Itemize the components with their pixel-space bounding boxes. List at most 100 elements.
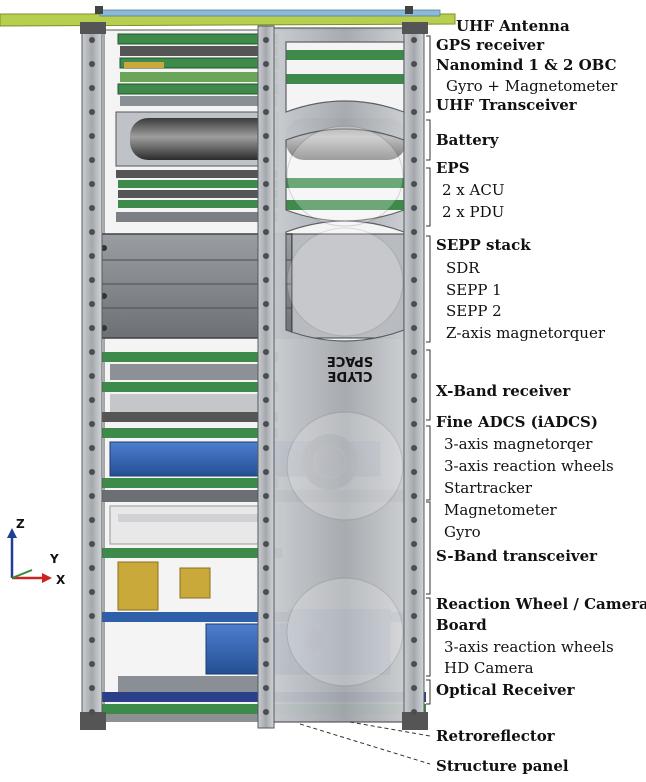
svg-text:CLYDE: CLYDE [328,368,373,383]
rivet [263,421,269,427]
rivet [411,445,417,451]
rivet [411,661,417,667]
rivet [263,613,269,619]
sband-transceiver [96,505,282,558]
rivet [263,685,269,691]
eps-boards [116,170,410,222]
xband-receiver-board [96,352,278,422]
rivet [263,397,269,403]
rivet [263,325,269,331]
rivet [411,565,417,571]
rivet [263,157,269,163]
label-hd-camera: HD Camera [444,659,534,677]
label-optical-receiver: Optical Receiver [436,681,575,699]
rivet [411,325,417,331]
rivet [89,709,95,715]
rivet [411,301,417,307]
rivet [411,517,417,523]
rivet [89,157,95,163]
label-xband-receiver: X-Band receiver [436,382,571,400]
rivet [263,37,269,43]
rivet [411,157,417,163]
rivet [263,637,269,643]
label-rw-3axis-reaction-wheels: 3-axis reaction wheels [444,638,614,656]
rivet [89,421,95,427]
label-retroreflector: Retroreflector [436,727,555,745]
label-sband-transceiver: S-Band transceiver [436,547,598,565]
label-battery: Battery [436,131,499,149]
rivet [411,685,417,691]
rivet [411,349,417,355]
rivet [89,565,95,571]
rivet [89,181,95,187]
label-magnetometer: Magnetometer [444,501,557,519]
rivet [89,589,95,595]
rivet [89,517,95,523]
rivet [411,637,417,643]
label-uhf-transceiver: UHF Transceiver [436,96,577,114]
rivet [263,589,269,595]
rivet [411,133,417,139]
rivet [411,373,417,379]
axis-x-label: X [56,573,66,587]
rivet [89,133,95,139]
label-eps: EPS [436,159,470,177]
axis-y-label: Y [49,552,59,566]
rivet [263,373,269,379]
rivet [89,685,95,691]
label-sepp-stack: SEPP stack [436,236,531,254]
rivet [411,61,417,67]
label-sepp2: SEPP 2 [446,302,502,320]
label-fine-adcs: Fine ADCS (iADCS) [436,413,598,431]
rivet [89,373,95,379]
rivet [263,85,269,91]
rivet [411,37,417,43]
rivet [89,661,95,667]
rivet [411,181,417,187]
rivet [411,109,417,115]
label-rw-camera-board-line2: Board [436,616,487,634]
rivet [89,445,95,451]
rivet [411,205,417,211]
rivet [411,85,417,91]
label-3axis-reaction-wheels: 3-axis reaction wheels [444,457,614,475]
rivet [411,589,417,595]
rivet [89,469,95,475]
axis-z-label: Z [16,517,25,531]
label-pdu: 2 x PDU [442,203,505,221]
rivet [263,301,269,307]
label-sepp1: SEPP 1 [446,281,502,299]
rivet [411,229,417,235]
rivet [89,301,95,307]
label-uhf-antenna: UHF Antenna [456,17,570,35]
label-brackets [299,35,431,765]
rivet [263,229,269,235]
clyde-space-logo: CLYDE SPACE [327,353,373,383]
rivet [263,565,269,571]
rivet [411,541,417,547]
rivet [89,61,95,67]
label-gps-receiver: GPS receiver [436,36,545,54]
rivet [89,637,95,643]
rivet [263,253,269,259]
rivet [89,85,95,91]
label-z-magnetorquer: Z-axis magnetorquer [446,324,606,342]
label-acu: 2 x ACU [442,181,505,199]
rivet [411,421,417,427]
rivet [89,613,95,619]
rivet [263,445,269,451]
label-sdr: SDR [446,259,480,277]
rivet [89,397,95,403]
label-gyro-magnetometer: Gyro + Magnetometer [446,77,618,95]
svg-text:SPACE: SPACE [327,353,373,368]
rivet [263,205,269,211]
rivet [89,493,95,499]
label-nanomind: Nanomind 1 & 2 OBC [436,56,617,74]
label-gyro: Gyro [444,523,481,541]
rivet [263,709,269,715]
rivet [411,277,417,283]
frame-rivets [89,37,417,715]
uhf-antenna [0,6,456,27]
rivet [89,109,95,115]
